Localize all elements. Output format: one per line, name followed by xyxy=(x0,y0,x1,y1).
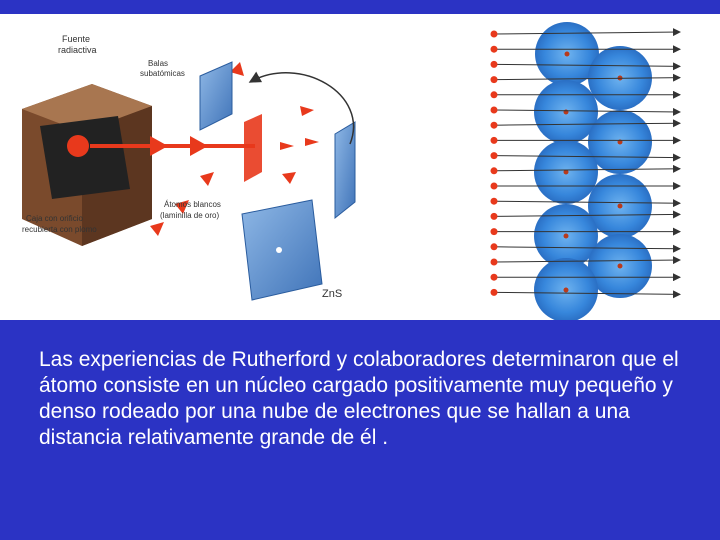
alpha-particle-1 xyxy=(490,45,498,53)
nucleus-6 xyxy=(563,233,569,239)
alpha-beam-3 xyxy=(493,73,681,82)
alpha-particle-7 xyxy=(490,136,498,144)
figure-canvas: Fuente radiactiva Balas subatómicas Caja… xyxy=(22,22,681,320)
alpha-beam-2 xyxy=(493,62,681,71)
radioactive-source xyxy=(67,135,89,157)
alpha-particle-13 xyxy=(490,228,498,236)
alpha-particle-16 xyxy=(490,273,498,281)
label-target-2: (laminilla de oro) xyxy=(160,211,219,220)
nucleus-4 xyxy=(563,169,569,175)
particle-beam xyxy=(90,136,255,156)
alpha-particle-0 xyxy=(490,30,498,38)
label-particles-2: subatómicas xyxy=(140,69,185,78)
alpha-particle-8 xyxy=(490,152,498,160)
alpha-particle-12 xyxy=(490,212,498,220)
alpha-beam-15 xyxy=(493,256,681,265)
label-source-2: radiactiva xyxy=(58,45,97,55)
label-box-1: Caja con orificio xyxy=(26,214,83,223)
zns-screens xyxy=(199,61,356,301)
alpha-beam-17 xyxy=(493,290,681,299)
alpha-beam-5 xyxy=(493,107,681,116)
alpha-beam-0 xyxy=(493,28,681,37)
label-target-1: Átomos blancos xyxy=(164,200,221,209)
alpha-particle-9 xyxy=(490,167,498,175)
nucleus-8 xyxy=(563,287,569,293)
label-source-1: Fuente xyxy=(62,34,90,44)
alpha-particle-10 xyxy=(490,182,498,190)
nucleus-5 xyxy=(617,203,623,209)
nucleus-2 xyxy=(563,109,569,115)
curved-arrow xyxy=(248,71,355,145)
label-particles-1: Balas xyxy=(148,59,168,68)
alpha-particle-11 xyxy=(490,197,498,205)
nucleus-0 xyxy=(564,51,570,57)
label-screen: ZnS xyxy=(322,288,342,300)
caption-text: Las experiencias de Rutherford y colabor… xyxy=(39,348,679,449)
alpha-particle-5 xyxy=(490,106,498,114)
alpha-beam-14 xyxy=(493,244,681,253)
nucleus-7 xyxy=(617,263,623,269)
atom-model xyxy=(534,22,652,320)
alpha-particle-17 xyxy=(490,288,498,296)
gold-foil xyxy=(244,114,262,182)
alpha-particle-3 xyxy=(490,76,498,84)
alpha-beam-6 xyxy=(493,119,681,128)
alpha-beams xyxy=(490,28,681,299)
alpha-particle-4 xyxy=(490,91,498,99)
lead-box xyxy=(22,84,152,246)
alpha-particle-15 xyxy=(490,258,498,266)
alpha-particle-6 xyxy=(490,121,498,129)
alpha-beam-11 xyxy=(493,199,681,208)
alpha-beam-9 xyxy=(493,164,681,173)
rutherford-figure: Fuente radiactiva Balas subatómicas Caja… xyxy=(0,14,720,320)
label-box-2: recubierta con plomo xyxy=(22,225,97,234)
alpha-particle-14 xyxy=(490,243,498,251)
alpha-beam-8 xyxy=(493,153,681,162)
alpha-beam-12 xyxy=(493,210,681,219)
alpha-particle-2 xyxy=(490,60,498,68)
